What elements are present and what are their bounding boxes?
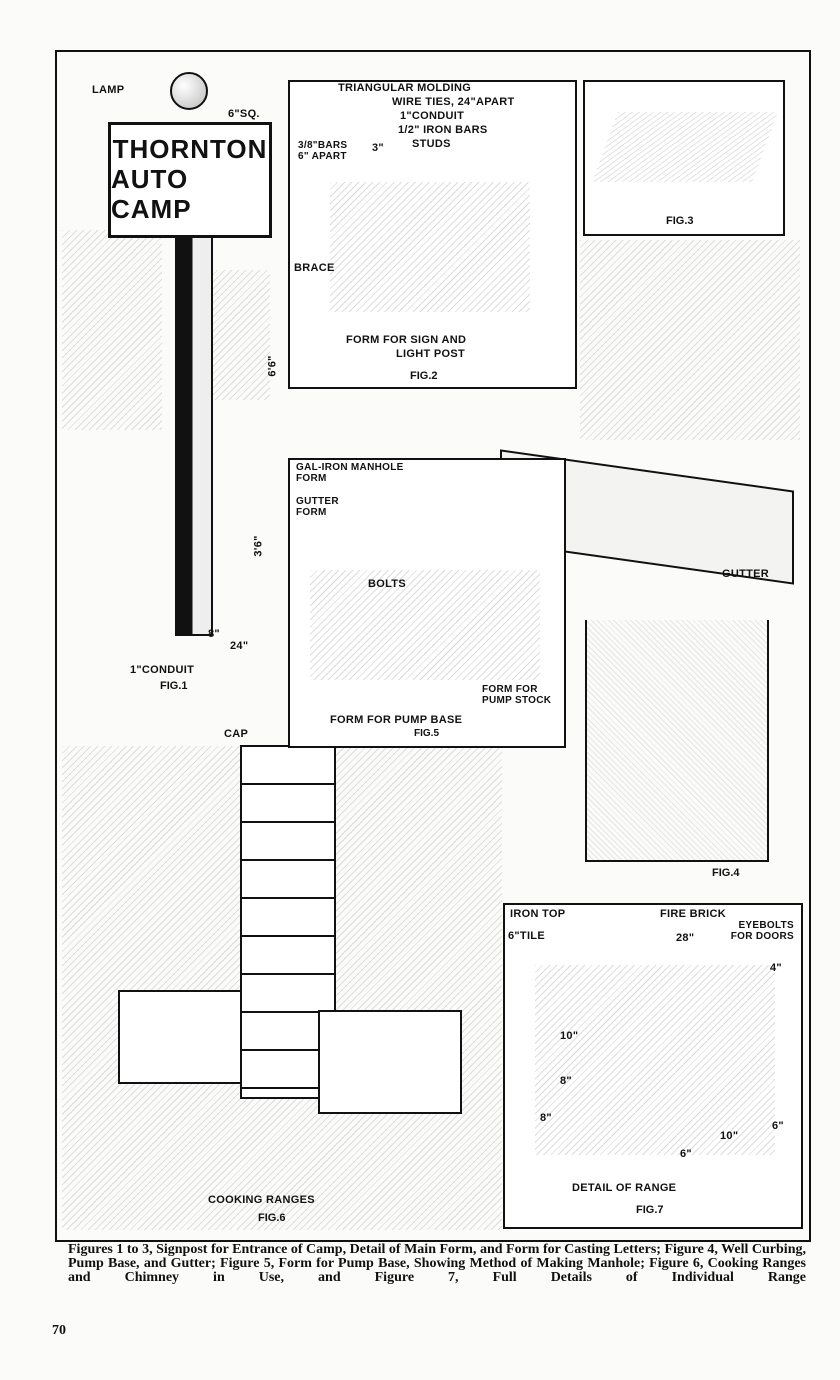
gutter-form-label: GUTTER FORM — [296, 496, 339, 518]
page-number: 70 — [52, 1323, 66, 1338]
fig7-title: DETAIL OF RANGE — [572, 1182, 677, 1194]
sign-line-2: AUTO CAMP — [111, 164, 192, 224]
dim-8-label: 8" — [560, 1075, 572, 1087]
wire-ties-label: WIRE TIES, 24"APART — [392, 96, 515, 108]
studs-label: STUDS — [412, 138, 451, 150]
signpost-illustration — [175, 232, 213, 636]
dim-6b-label: 6" — [772, 1120, 784, 1132]
fig1-label: FIG.1 — [160, 680, 188, 692]
range-illustration-2 — [318, 1010, 462, 1114]
dim-24-label: 24" — [230, 640, 249, 652]
fig2-title-1: FORM FOR SIGN AND — [346, 334, 467, 346]
fig3-label: FIG.3 — [666, 215, 694, 227]
lamp-label: LAMP — [92, 84, 125, 96]
tile-label: 6"TILE — [508, 930, 545, 942]
dim-8b-label: 8" — [540, 1112, 552, 1124]
iron-bars-label: 1/2" IRON BARS — [398, 124, 488, 136]
dim-4-label: 4" — [770, 962, 782, 974]
form-illustration — [330, 182, 530, 312]
gutter-label: GUTTER — [722, 568, 770, 580]
size-label: 6"SQ. — [228, 108, 260, 120]
illustration-frame — [55, 50, 811, 1242]
fig6-title: COOKING RANGES — [208, 1194, 315, 1206]
manhole-label: GAL-IRON MANHOLE FORM — [296, 462, 404, 484]
fig2-title-2: LIGHT POST — [396, 348, 465, 360]
dim-10b-label: 10" — [720, 1130, 739, 1142]
fig5-title: FORM FOR PUMP BASE — [330, 714, 463, 726]
fig7-label: FIG.7 — [636, 1204, 664, 1216]
conduit-label-2: 1"CONDUIT — [400, 110, 465, 122]
dim-6-label: 6" — [680, 1148, 692, 1160]
fig5-panel — [288, 458, 566, 748]
figure-caption: Figures 1 to 3, Signpost for Entrance of… — [68, 1242, 806, 1285]
fig7-panel — [503, 903, 803, 1229]
range-detail-illustration — [535, 965, 775, 1155]
fig2-panel — [288, 80, 577, 389]
bolts-label: BOLTS — [368, 578, 406, 590]
molding-label: TRIANGULAR MOLDING — [338, 82, 472, 94]
base-height-dim-label: 3'6" — [252, 535, 265, 557]
letter-form-illustration — [592, 112, 778, 182]
sign-line-1: THORNTON — [112, 134, 268, 165]
dim-28-label: 28" — [676, 932, 695, 944]
eyebolts-label: EYEBOLTS FOR DOORS — [730, 920, 794, 942]
iron-top-label: IRON TOP — [510, 908, 566, 920]
brace-label: BRACE — [294, 262, 335, 274]
pump-form-illustration — [310, 570, 540, 680]
fig2-label: FIG.2 — [410, 370, 438, 382]
bars-label: 3/8"BARS 6" APART — [298, 140, 348, 162]
height-dim-label: 6'6" — [266, 355, 279, 377]
dim-8-label: 8" — [208, 628, 220, 640]
lake-scene-illustration — [580, 240, 800, 440]
conduit-label: 1"CONDUIT — [130, 664, 195, 676]
tree-scene-illustration — [62, 230, 162, 430]
fire-brick-label: FIRE BRICK — [660, 908, 726, 920]
cap-label: CAP — [224, 728, 249, 740]
dim-10-label: 10" — [560, 1030, 579, 1042]
lamp-globe-illustration — [170, 72, 208, 110]
fig3-panel — [583, 80, 785, 236]
camp-sign: THORNTON AUTO CAMP — [108, 122, 272, 238]
range-illustration — [118, 990, 242, 1084]
pump-stock-label: FORM FOR PUMP STOCK — [482, 684, 552, 706]
well-illustration — [585, 620, 769, 862]
fig4-label: FIG.4 — [712, 867, 740, 879]
fig5-label: FIG.5 — [414, 728, 440, 739]
fig6-label: FIG.6 — [258, 1212, 286, 1224]
tree-illustration — [210, 270, 270, 400]
three-inch-label: 3" — [372, 142, 384, 154]
